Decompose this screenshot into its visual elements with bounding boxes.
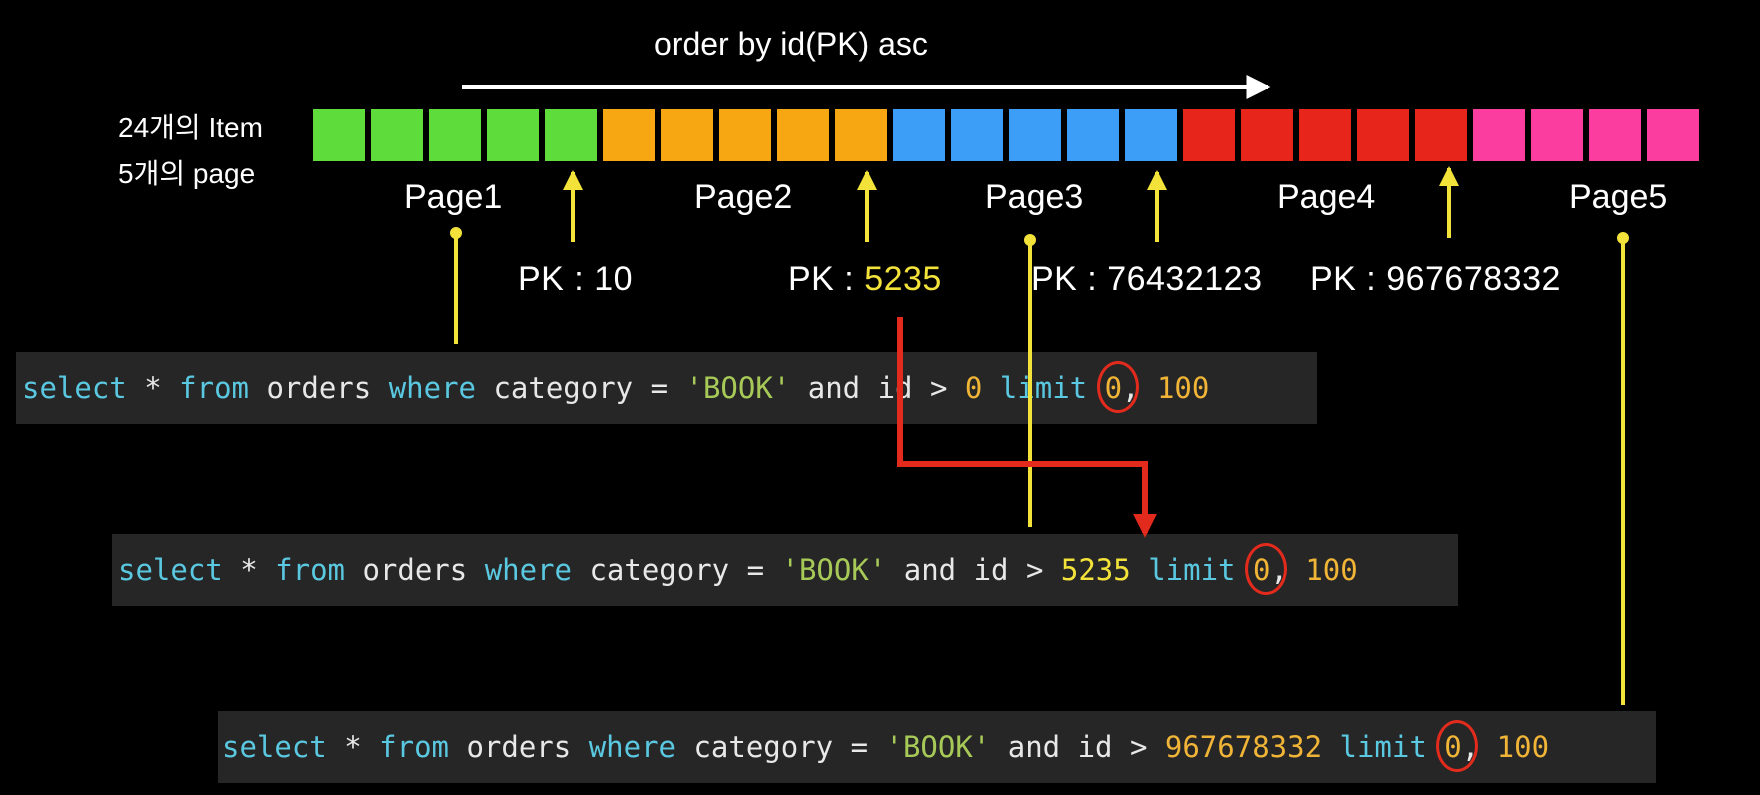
page-label-5: Page5	[1569, 178, 1668, 216]
diagram-title: order by id(PK) asc	[654, 26, 928, 62]
page-count-label: 5개의 page	[118, 158, 256, 189]
item-block	[487, 109, 539, 161]
query-page1: select * from orders where category = 'B…	[16, 352, 1317, 424]
item-block	[1415, 109, 1467, 161]
item-block	[1241, 109, 1293, 161]
item-block	[1299, 109, 1351, 161]
item-count-label: 24개의 Item	[118, 112, 263, 143]
pk-marker-page1: PK : 10	[518, 260, 634, 298]
offset-highlight-circle: 0	[1436, 720, 1480, 772]
item-block	[1589, 109, 1641, 161]
item-block	[1531, 109, 1583, 161]
item-block	[835, 109, 887, 161]
item-blocks-row	[313, 109, 1699, 161]
item-block	[893, 109, 945, 161]
offset-highlight-circle: 0	[1244, 543, 1288, 595]
query-page5: select * from orders where category = 'B…	[218, 711, 1656, 783]
pk-carryover-arrow	[897, 317, 1157, 538]
item-block	[1067, 109, 1119, 161]
query-page2: select * from orders where category = 'B…	[112, 534, 1458, 606]
pk-marker-page3: PK : 76432123	[1031, 260, 1263, 298]
page-label-3: Page3	[985, 178, 1084, 216]
item-block	[313, 109, 365, 161]
item-block	[1125, 109, 1177, 161]
item-block	[1647, 109, 1699, 161]
page-label-4: Page4	[1277, 178, 1376, 216]
item-block	[661, 109, 713, 161]
item-block	[1009, 109, 1061, 161]
item-block	[429, 109, 481, 161]
pk-marker-page4: PK : 967678332	[1310, 260, 1561, 298]
page-label-1: Page1	[404, 178, 503, 216]
item-block	[951, 109, 1003, 161]
item-block	[545, 109, 597, 161]
pk-marker-page2: PK : 5235	[788, 260, 942, 298]
page-label-2: Page2	[694, 178, 793, 216]
item-block	[1357, 109, 1409, 161]
item-block	[603, 109, 655, 161]
offset-highlight-circle: 0	[1096, 361, 1140, 413]
item-block	[777, 109, 829, 161]
item-block	[371, 109, 423, 161]
item-block	[1473, 109, 1525, 161]
item-block	[719, 109, 771, 161]
item-block	[1183, 109, 1235, 161]
